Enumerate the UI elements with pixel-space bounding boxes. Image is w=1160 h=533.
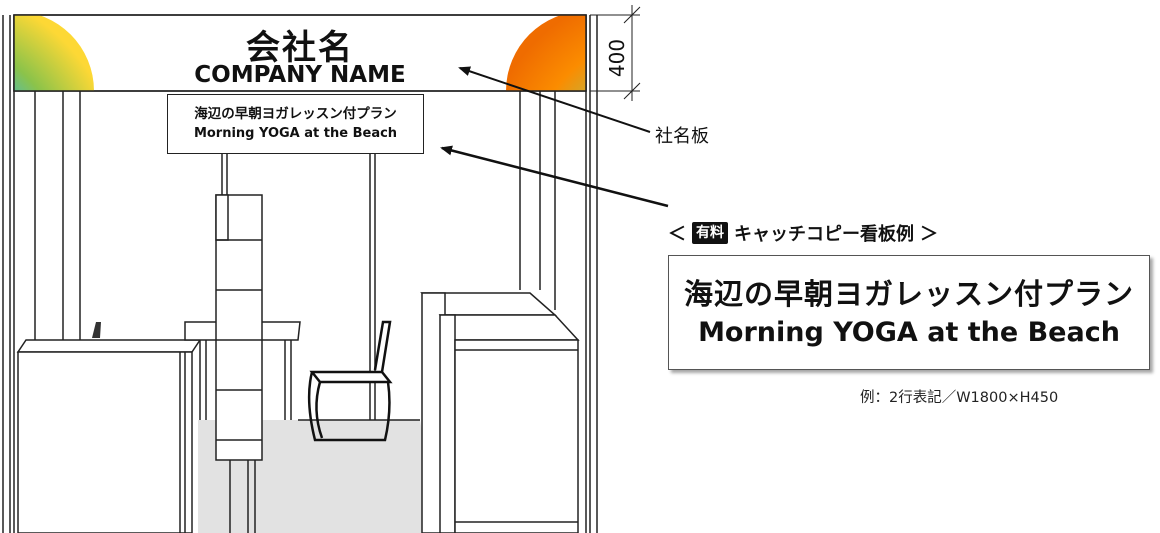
small-sign-line2: Morning YOGA at the Beach [193, 126, 398, 141]
reception-counter [16, 339, 202, 533]
office-chair [92, 322, 101, 338]
paid-signboard-heading: ＜ 有料 キャッチコピー看板例 ＞ [668, 220, 938, 246]
small-sign-line1: 海辺の早朝ヨガレッスン付プラン [194, 106, 397, 122]
catchcopy-sign-example: 海辺の早朝ヨガレッスン付プラン Morning YOGA at the Beac… [668, 255, 1150, 370]
nameboard-arrow [458, 66, 651, 133]
catchcopy-sign-small: 海辺の早朝ヨガレッスン付プラン Morning YOGA at the Beac… [167, 94, 424, 154]
storage-cabinet [420, 292, 580, 533]
dimension-label: 400 [605, 38, 629, 78]
pamphlet-stand [215, 194, 263, 533]
signboard-arrow [440, 145, 669, 208]
chair [307, 320, 393, 442]
example-size-note: 例：2行表記／W1800×H450 [860, 390, 1059, 406]
heading-open-bracket: ＜ [668, 224, 686, 245]
paid-badge: 有料 [692, 222, 728, 244]
dimension-lines [590, 5, 641, 101]
company-name-en: COMPANY NAME [194, 62, 406, 88]
heading-title: キャッチコピー看板例 [734, 224, 914, 245]
dimension-400: 400 [605, 30, 629, 86]
heading-close-bracket: ＞ [920, 224, 938, 245]
nameboard-label: 社名板 [655, 126, 709, 147]
company-name-jp: 会社名 [246, 28, 354, 68]
example-sign-line1: 海辺の早朝ヨガレッスン付プラン [683, 276, 1134, 311]
example-sign-line2: Morning YOGA at the Beach [698, 316, 1120, 348]
